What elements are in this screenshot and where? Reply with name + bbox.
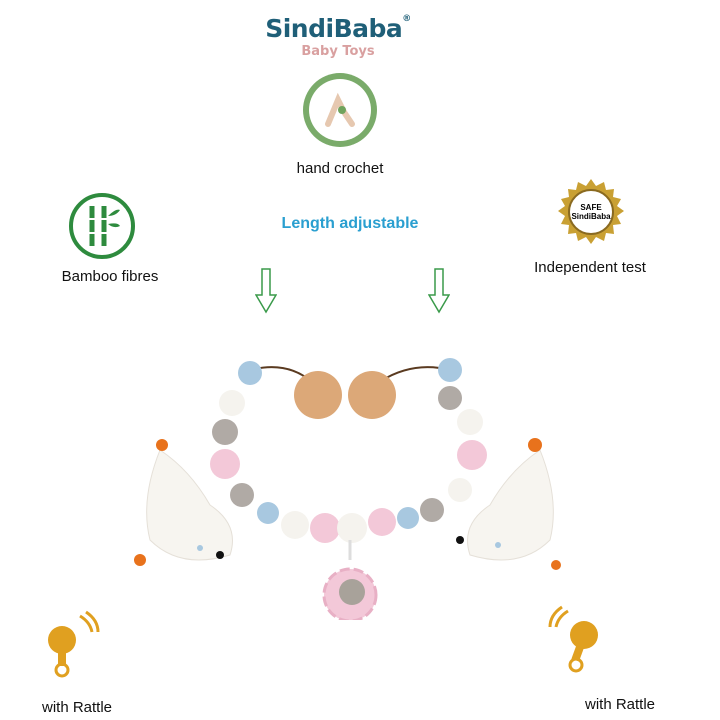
bird-right xyxy=(456,438,561,570)
registered-mark: ® xyxy=(402,14,411,24)
brand-tagline: Baby Toys xyxy=(301,44,375,59)
safety-seal-icon: SAFE SindiBaba xyxy=(558,179,624,244)
brand-name-text: SindiBaba xyxy=(265,14,403,43)
bird-left xyxy=(134,439,233,566)
arrow-down-icon xyxy=(428,268,450,314)
svg-text:SindiBaba: SindiBaba xyxy=(571,212,611,221)
brand-name: SindiBaba® xyxy=(265,14,411,43)
rattle-icon xyxy=(48,610,100,678)
bamboo-icon xyxy=(69,193,135,259)
bead-chain xyxy=(210,358,487,543)
hand-crochet-label: hand crochet xyxy=(296,160,384,177)
bamboo-label: Bamboo fibres xyxy=(61,268,159,285)
rattle-icon xyxy=(548,605,598,673)
flower-pendant xyxy=(322,567,378,620)
handmade-seal-icon xyxy=(303,73,377,147)
arrow-down-icon xyxy=(255,268,277,314)
pacifier-chain-product xyxy=(134,358,561,620)
rattle-label-left: with Rattle xyxy=(41,699,113,716)
svg-text:SAFE: SAFE xyxy=(580,203,602,212)
rattle-label-right: with Rattle xyxy=(584,696,656,713)
wooden-clip-right xyxy=(348,371,396,419)
independent-test-label: Independent test xyxy=(534,259,646,276)
length-adjustable-label: Length adjustable xyxy=(281,215,419,232)
wooden-clip-left xyxy=(294,371,342,419)
